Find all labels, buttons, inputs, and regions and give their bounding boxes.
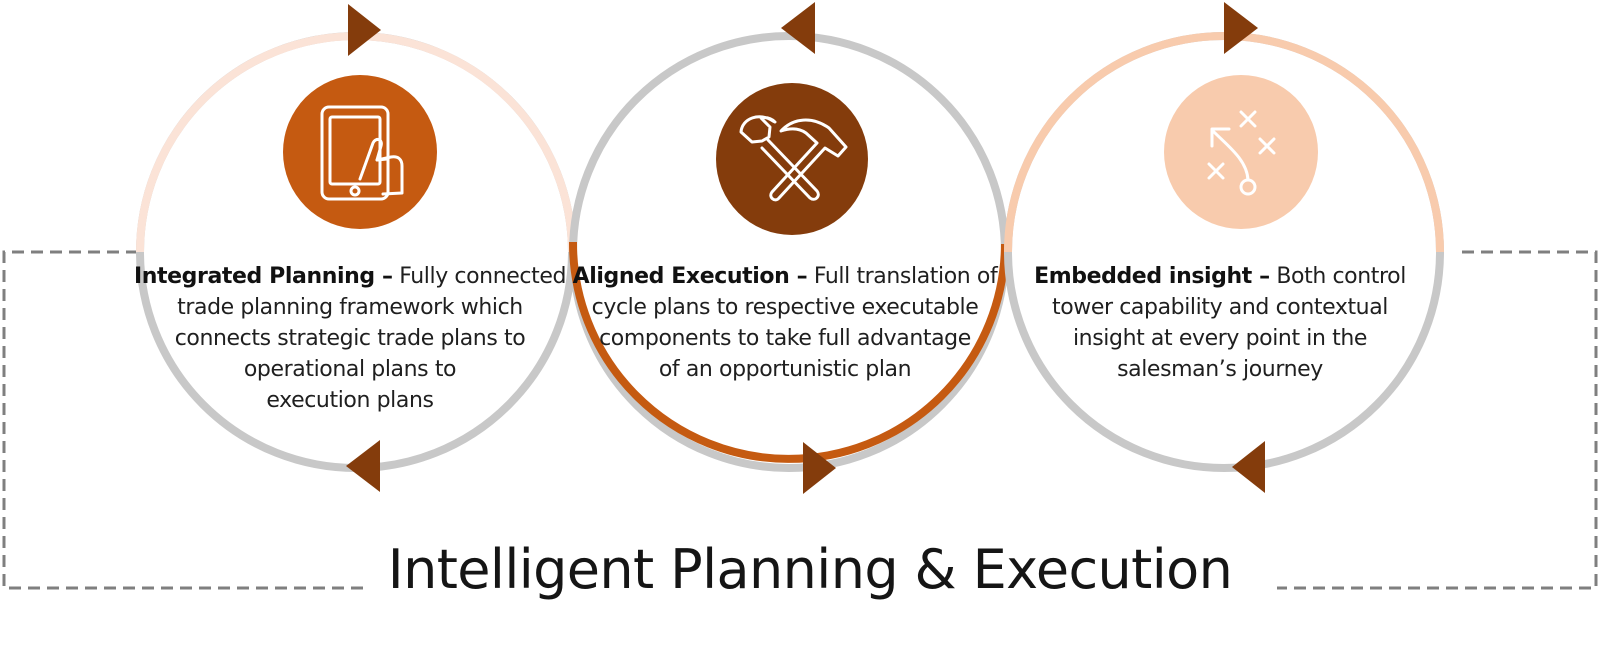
arrow-right-icon <box>1224 2 1258 54</box>
card-line-2: tower capability and contextual <box>1051 295 1389 320</box>
card-line-4: of an opportunistic plan <box>658 357 912 382</box>
strategy-play-icon <box>1164 75 1318 229</box>
arrow-left-icon <box>346 440 380 492</box>
card-line-1: Aligned Execution – Full translation of <box>565 261 1005 292</box>
card-heading: Aligned Execution – <box>572 264 808 289</box>
card-heading: Embedded insight – <box>1034 264 1270 289</box>
page-title: Intelligent Planning & Execution <box>370 535 1250 605</box>
arrow-right-icon <box>348 4 381 56</box>
card-text-fragment: Fully connected <box>399 264 567 289</box>
tools-icon <box>716 83 868 235</box>
arrow-left-icon <box>1232 441 1265 493</box>
tablet-touch-icon <box>283 75 437 229</box>
arrow-left-icon <box>781 2 815 54</box>
card-text-fragment: Full translation of <box>813 264 998 289</box>
card-line-3: insight at every point in the <box>1072 326 1368 351</box>
dashed-frame <box>2 250 1598 590</box>
card-embedded-insight: Embedded insight – Both control tower ca… <box>1000 261 1440 385</box>
card-line-1: Embedded insight – Both control <box>1000 261 1440 292</box>
card-line-4: operational plans to <box>243 357 457 382</box>
card-line-3: components to take full advantage <box>599 326 971 351</box>
card-line-2: trade planning framework which <box>177 295 523 320</box>
card-line-3: connects strategic trade plans to <box>174 326 526 351</box>
card-heading: Integrated Planning – <box>133 264 393 289</box>
card-text-fragment: Both control <box>1276 264 1406 289</box>
arrow-right-icon <box>803 442 836 494</box>
card-line-5: execution plans <box>266 388 434 413</box>
card-aligned-execution: Aligned Execution – Full translation of … <box>565 261 1005 385</box>
card-line-2: cycle plans to respective executable <box>591 295 979 320</box>
card-integrated-planning: Integrated Planning – Fully connected tr… <box>130 261 570 416</box>
card-line-4: salesman’s journey <box>1117 357 1323 382</box>
card-line-1: Integrated Planning – Fully connected <box>130 261 570 292</box>
direction-arrows <box>346 2 1265 494</box>
